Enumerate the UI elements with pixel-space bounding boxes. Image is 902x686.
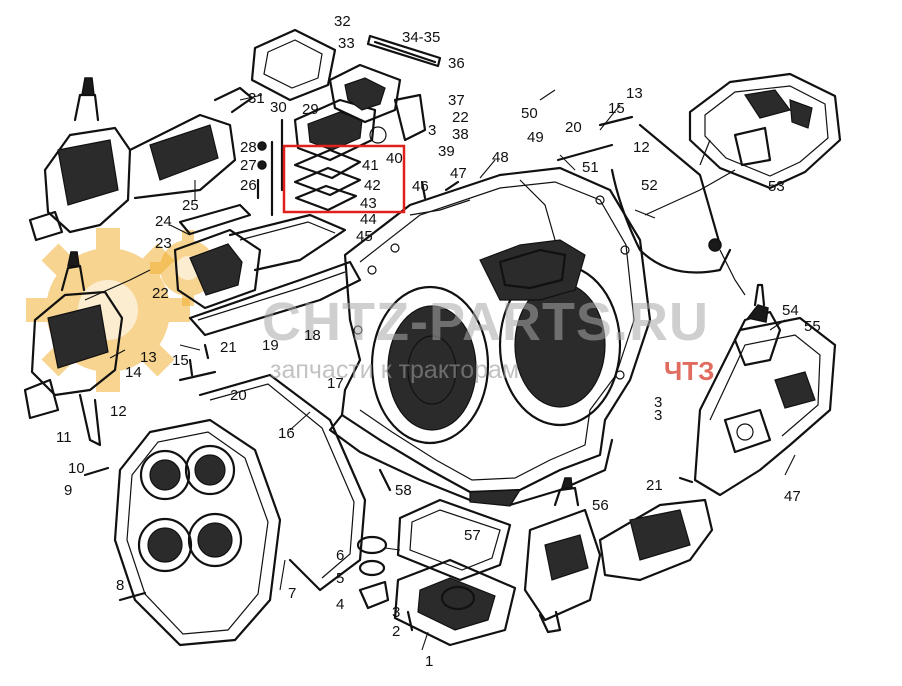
label-3d: 3 <box>654 407 662 424</box>
label-26: 26 <box>240 177 257 194</box>
label-24: 24 <box>155 213 172 230</box>
highlight-box <box>282 144 406 214</box>
label-44: 44 <box>360 211 377 228</box>
watermark-tagline: запчасти к тракторам <box>270 356 519 384</box>
fastener-set <box>83 115 694 632</box>
label-25: 25 <box>182 197 199 214</box>
label-55: 55 <box>804 318 821 335</box>
label-19: 19 <box>262 337 279 354</box>
label-17: 17 <box>327 375 344 392</box>
label-41: 41 <box>362 157 379 174</box>
label-3b: 3 <box>428 122 436 139</box>
part-19-gasket <box>188 260 362 337</box>
label-15: 15 <box>172 352 189 369</box>
label-49: 49 <box>527 129 544 146</box>
part-57-gasket <box>396 498 512 582</box>
part-31-gasket <box>250 28 337 102</box>
part-53-cover <box>688 72 842 190</box>
label-46: 46 <box>412 178 429 195</box>
label-3: 3 <box>392 604 400 621</box>
watermark-site: CHTZ-PARTS.RU <box>262 292 709 352</box>
label-30: 30 <box>270 99 287 116</box>
label-3c: 3 <box>654 394 662 411</box>
label-21: 21 <box>220 339 237 356</box>
label-7: 7 <box>288 585 296 602</box>
label-56: 56 <box>592 497 609 514</box>
part-7-flange-plate <box>113 418 282 647</box>
label-47: 47 <box>450 165 467 182</box>
part-25-assembly <box>28 77 254 242</box>
label-10: 10 <box>68 460 85 477</box>
label-14: 14 <box>125 364 142 381</box>
watermark-brand: ЧТЗ <box>664 356 714 386</box>
label-21b: 21 <box>646 477 663 494</box>
label-12b: 12 <box>633 139 650 156</box>
part-23-cover <box>173 213 347 310</box>
label-20: 20 <box>230 387 247 404</box>
label-29: 29 <box>302 101 319 118</box>
part-41-43-plates <box>293 148 362 212</box>
label-23: 23 <box>155 235 172 252</box>
part-labels: 1 2 3 4 5 6 7 8 9 10 11 12 13 14 15 16 1… <box>56 13 821 670</box>
label-27: 27 <box>240 157 257 174</box>
part-1-bottom-cover <box>393 558 517 647</box>
label-51: 51 <box>582 159 599 176</box>
label-43: 43 <box>360 195 377 212</box>
label-47b: 47 <box>784 488 801 505</box>
label-52: 52 <box>641 177 658 194</box>
label-12: 12 <box>110 403 127 420</box>
label-54: 54 <box>782 302 799 319</box>
label-9: 9 <box>64 482 72 499</box>
label-4: 4 <box>336 596 344 613</box>
label-39: 39 <box>438 143 455 160</box>
label-6: 6 <box>336 547 344 564</box>
label-1: 1 <box>425 653 433 670</box>
label-22b: 22 <box>452 109 469 126</box>
label-11: 11 <box>56 429 72 446</box>
label-57: 57 <box>464 527 481 544</box>
label-42: 42 <box>364 177 381 194</box>
label-22: 22 <box>152 285 169 302</box>
label-8: 8 <box>116 577 124 594</box>
label-28: 28 <box>240 139 257 156</box>
label-36: 36 <box>448 55 465 72</box>
part-52-pipe <box>610 123 746 296</box>
label-48: 48 <box>492 149 509 166</box>
label-58: 58 <box>395 482 412 499</box>
part-29-40-cover <box>293 34 442 162</box>
label-15b: 15 <box>608 100 625 117</box>
part-48-main-housing <box>328 166 652 507</box>
label-33: 33 <box>338 35 355 52</box>
part-54-55-shifter <box>693 283 837 497</box>
label-53: 53 <box>768 178 785 195</box>
part-24-gasket <box>178 203 252 236</box>
label-13b: 13 <box>626 85 643 102</box>
part-16-gasket <box>198 373 367 592</box>
label-18: 18 <box>304 327 321 344</box>
label-38: 38 <box>452 126 469 143</box>
label-34-35: 34-35 <box>402 29 440 46</box>
label-50: 50 <box>521 105 538 122</box>
label-20b: 20 <box>565 119 582 136</box>
leader-lines <box>84 89 796 651</box>
label-2: 2 <box>392 623 400 640</box>
label-16: 16 <box>278 425 295 442</box>
label-37: 37 <box>448 92 465 109</box>
label-32: 32 <box>334 13 351 30</box>
label-5: 5 <box>336 570 344 587</box>
part-56-pump-assembly <box>523 477 714 634</box>
label-31: 31 <box>248 90 265 107</box>
label-45: 45 <box>356 228 373 245</box>
label-40: 40 <box>386 150 403 167</box>
label-13: 13 <box>140 349 157 366</box>
part-11-assembly <box>23 251 124 447</box>
